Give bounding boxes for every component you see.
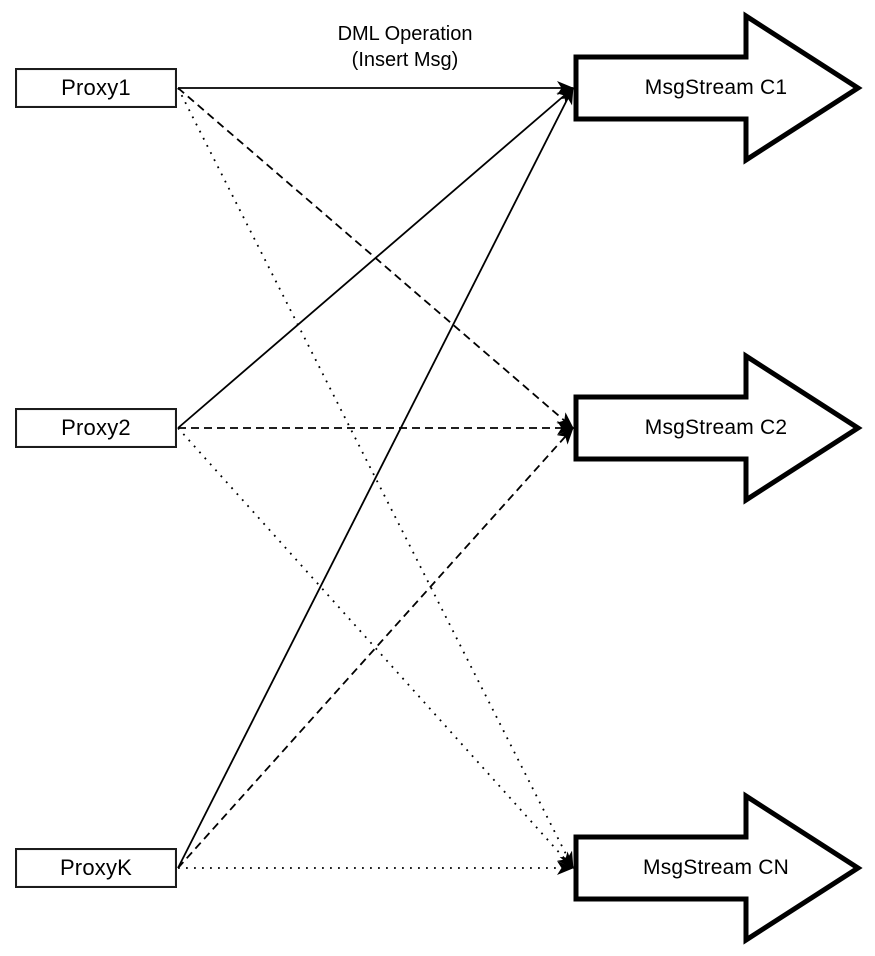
stream-arrow-c2 xyxy=(573,351,863,505)
connector-proxyk-to-c2-dashed xyxy=(177,427,574,869)
connector-lines-group xyxy=(177,81,574,875)
stream-cn-label: MsgStream CN xyxy=(643,856,789,879)
node-proxy1-label: Proxy1 xyxy=(61,75,131,100)
stream-arrow-c1 xyxy=(573,11,863,165)
stream-c1-label: MsgStream C1 xyxy=(644,76,788,99)
node-proxy1: Proxy1 xyxy=(15,68,177,108)
title-line-1: DML Operation xyxy=(337,23,473,45)
connector-proxy1-to-cn-dotted xyxy=(177,87,574,869)
node-proxy2: Proxy2 xyxy=(15,408,177,448)
stream-arrow-cn xyxy=(573,791,863,945)
stream-c2-label: MsgStream C2 xyxy=(644,416,788,439)
node-proxyk: ProxyK xyxy=(15,848,177,888)
connector-proxy2-to-cn-dotted xyxy=(177,427,574,869)
connector-proxy1-to-c2-dashed xyxy=(177,87,574,429)
connector-proxyk-to-c1-solid xyxy=(177,87,574,869)
node-proxy2-label: Proxy2 xyxy=(61,415,131,440)
diagram-title: DML Operation (Insert Msg) xyxy=(338,21,473,73)
node-proxyk-label: ProxyK xyxy=(59,855,133,880)
title-line-2: (Insert Msg) xyxy=(351,49,459,71)
